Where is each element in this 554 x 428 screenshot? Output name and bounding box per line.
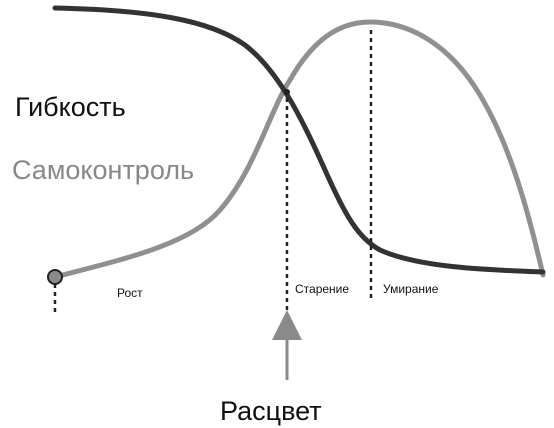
crossing-point (284, 89, 290, 95)
prime-label: Расцвет (220, 396, 322, 426)
self-control-curve (52, 19, 546, 280)
flexibility-curve (52, 5, 546, 275)
flexibility-label: Гибкость (15, 92, 126, 122)
start-marker (47, 269, 63, 285)
aging-label: Старение (295, 282, 349, 296)
self-control-label: Самоконтроль (12, 155, 194, 185)
growth-label: Рост (117, 286, 143, 300)
dying-label: Умирание (383, 282, 439, 296)
